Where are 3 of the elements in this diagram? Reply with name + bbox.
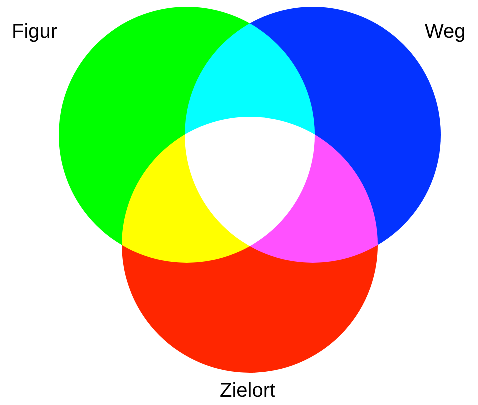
circle-label: Zielort (220, 381, 276, 401)
circle-label: Figur (12, 22, 58, 42)
circle-label: Weg (425, 22, 466, 42)
